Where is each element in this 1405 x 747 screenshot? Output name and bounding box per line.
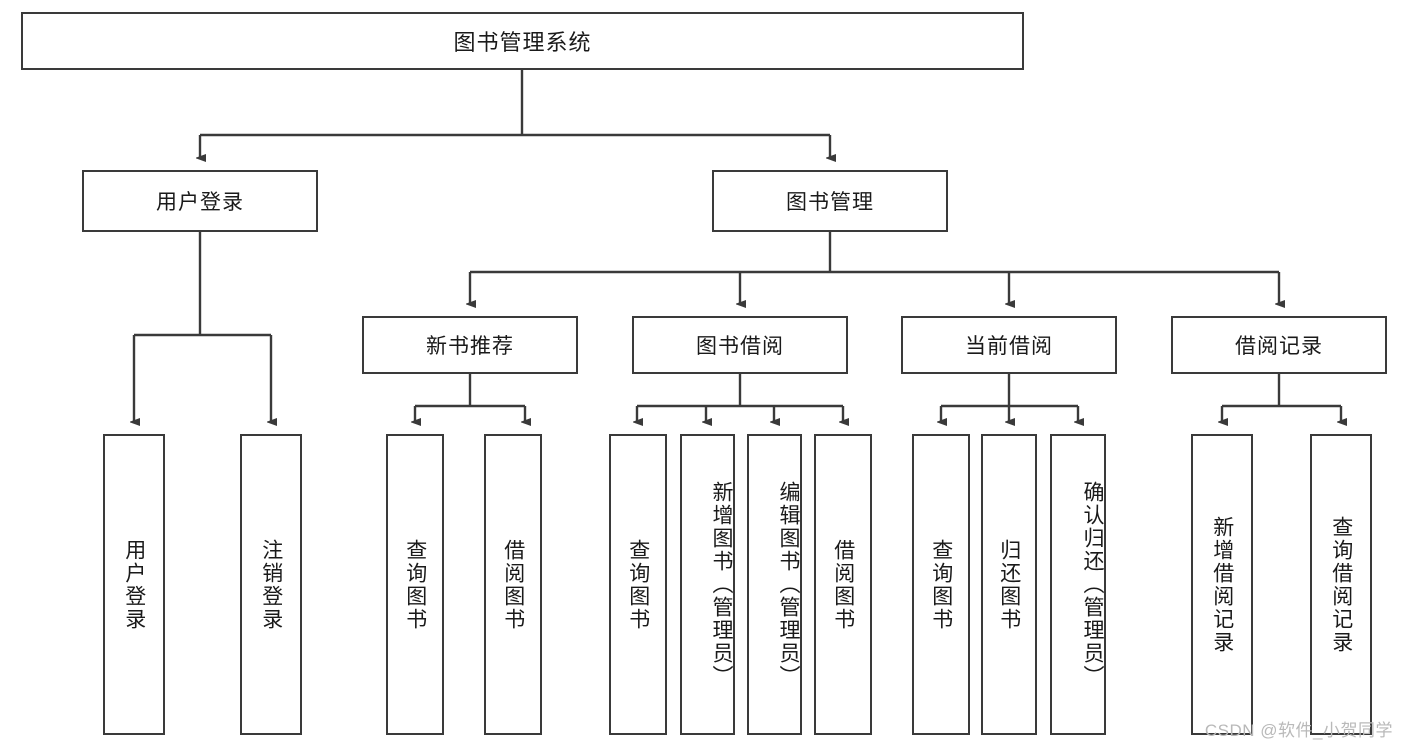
leaf-query-book-recommend[interactable]: 查询图书 [386, 434, 444, 735]
leaf-borrow-book-recommend[interactable]: 借阅图书 [484, 434, 542, 735]
node-book-borrow[interactable]: 图书借阅 [632, 316, 848, 374]
node-user-login[interactable]: 用户登录 [82, 170, 318, 232]
leaf-query-book-borrow[interactable]: 查询图书 [609, 434, 667, 735]
leaf-add-borrow-record[interactable]: 新增借阅记录 [1191, 434, 1253, 735]
leaf-edit-book-admin[interactable]: 编辑图书（管理员） [747, 434, 802, 735]
leaf-return-book[interactable]: 归还图书 [981, 434, 1037, 735]
node-new-book-recommend[interactable]: 新书推荐 [362, 316, 578, 374]
node-book-management[interactable]: 图书管理 [712, 170, 948, 232]
watermark-text: CSDN @软件_小贺同学 [1204, 721, 1393, 740]
leaf-query-borrow-record[interactable]: 查询借阅记录 [1310, 434, 1372, 735]
node-root-system[interactable]: 图书管理系统 [21, 12, 1024, 70]
leaf-user-login[interactable]: 用户登录 [103, 434, 165, 735]
leaf-add-book-admin[interactable]: 新增图书（管理员） [680, 434, 735, 735]
node-borrow-record[interactable]: 借阅记录 [1171, 316, 1387, 374]
leaf-confirm-return-admin[interactable]: 确认归还（管理员） [1050, 434, 1106, 735]
leaf-query-book-current[interactable]: 查询图书 [912, 434, 970, 735]
node-current-borrow[interactable]: 当前借阅 [901, 316, 1117, 374]
leaf-logout[interactable]: 注销登录 [240, 434, 302, 735]
leaf-borrow-book[interactable]: 借阅图书 [814, 434, 872, 735]
